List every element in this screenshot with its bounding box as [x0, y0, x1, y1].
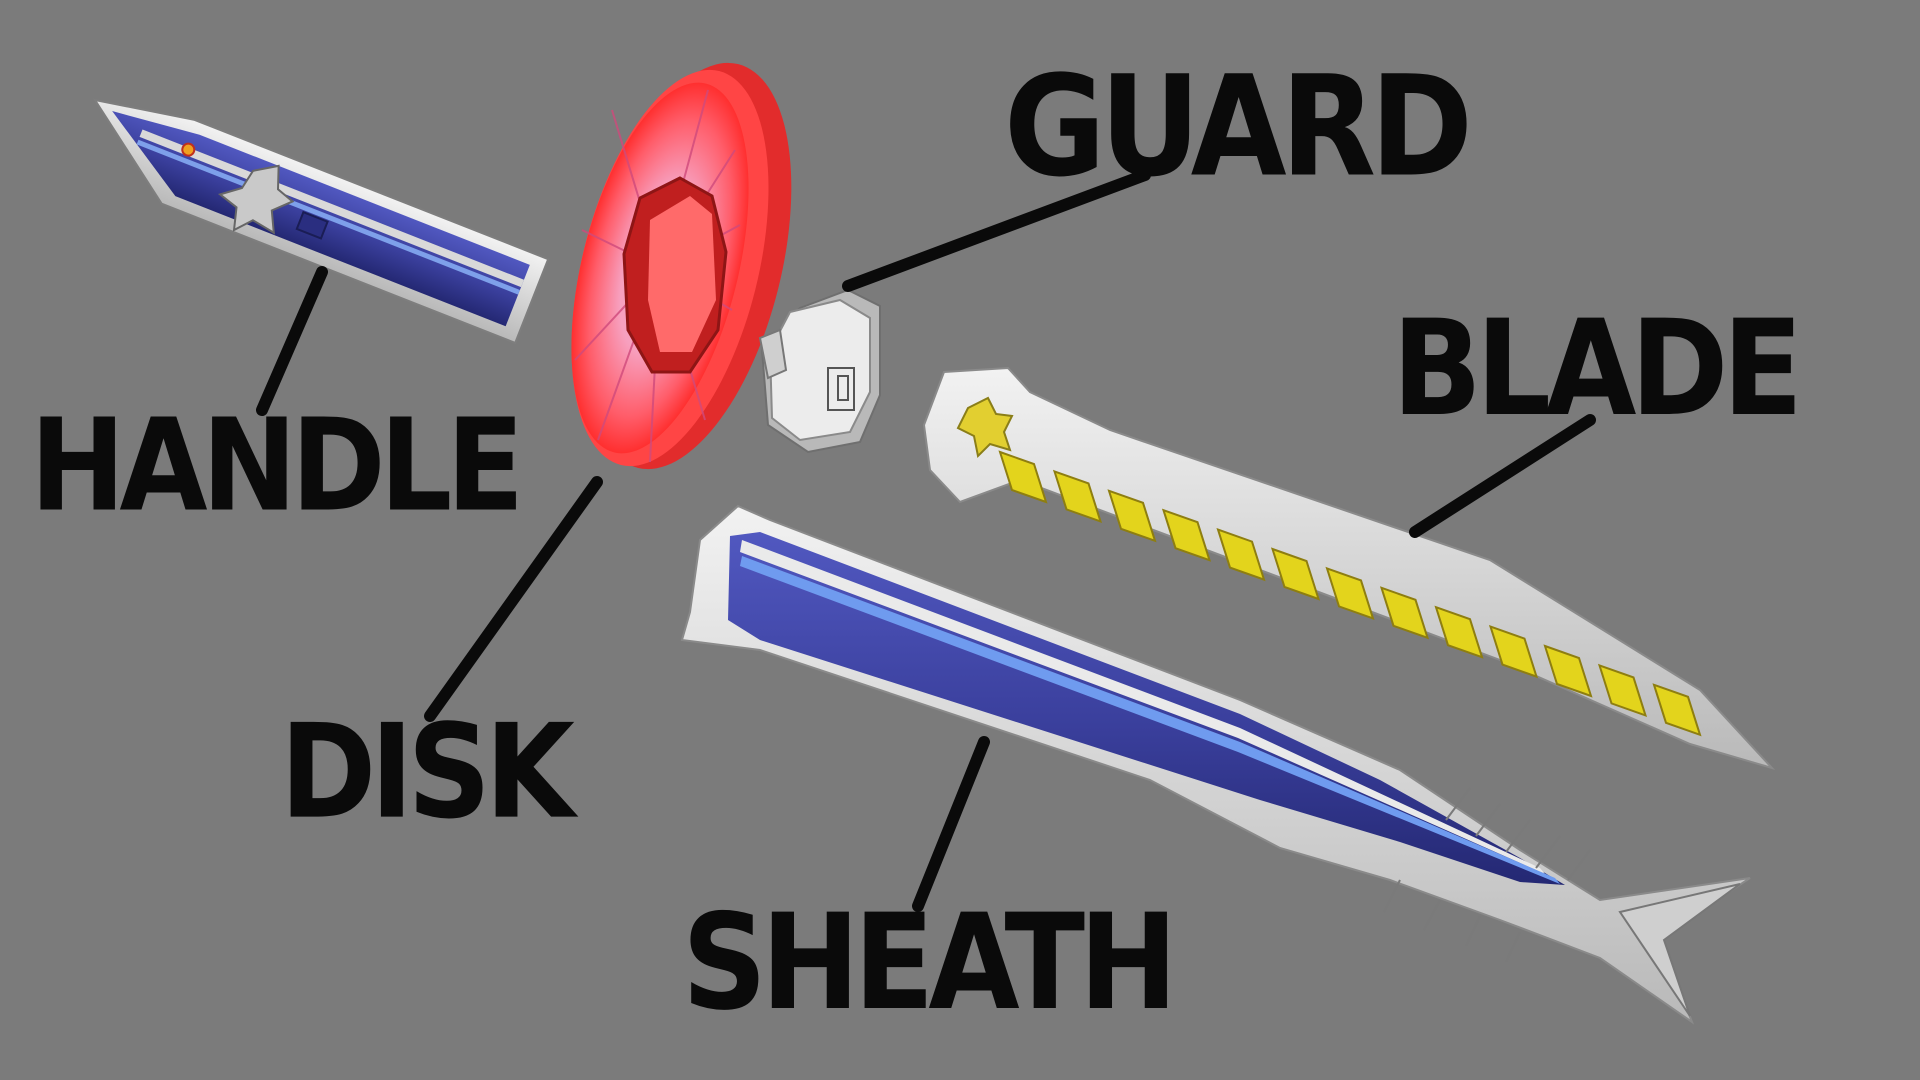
- blade-tooth: [1488, 624, 1539, 679]
- handle-part: [92, 98, 550, 345]
- blade-tooth: [1543, 644, 1593, 698]
- blade-tooth: [1652, 683, 1702, 737]
- blade-part: [922, 366, 1776, 770]
- guard-part: [758, 288, 881, 454]
- blade-tooth: [1052, 469, 1103, 524]
- leader-line-guard: [842, 169, 1151, 292]
- blade-tooth: [1434, 605, 1484, 659]
- disk-label: DISK: [280, 696, 575, 848]
- handle-label: HANDLE: [30, 390, 524, 540]
- sheath-part: [680, 504, 1751, 1025]
- leader-line-blade: [1409, 414, 1596, 538]
- leader-line-handle: [256, 266, 328, 416]
- blade-tooth: [998, 450, 1048, 504]
- leader-lines: [256, 169, 1596, 912]
- blade-tooth: [1379, 586, 1430, 640]
- blade-label: BLADE: [1392, 290, 1803, 446]
- blade-tooth: [1107, 489, 1157, 543]
- leader-line-sheath: [912, 736, 990, 912]
- guard-label: GUARD: [1004, 46, 1473, 209]
- leader-line-disk: [424, 476, 603, 722]
- sheath-label: SHEATH: [682, 884, 1178, 1040]
- blade-tooth: [1597, 663, 1648, 718]
- blade-tooth: [1270, 547, 1321, 601]
- blade-tooth: [1161, 508, 1212, 562]
- disk-part: [571, 62, 792, 470]
- blade-tooth: [1325, 566, 1375, 621]
- blade-tooth: [1216, 527, 1266, 582]
